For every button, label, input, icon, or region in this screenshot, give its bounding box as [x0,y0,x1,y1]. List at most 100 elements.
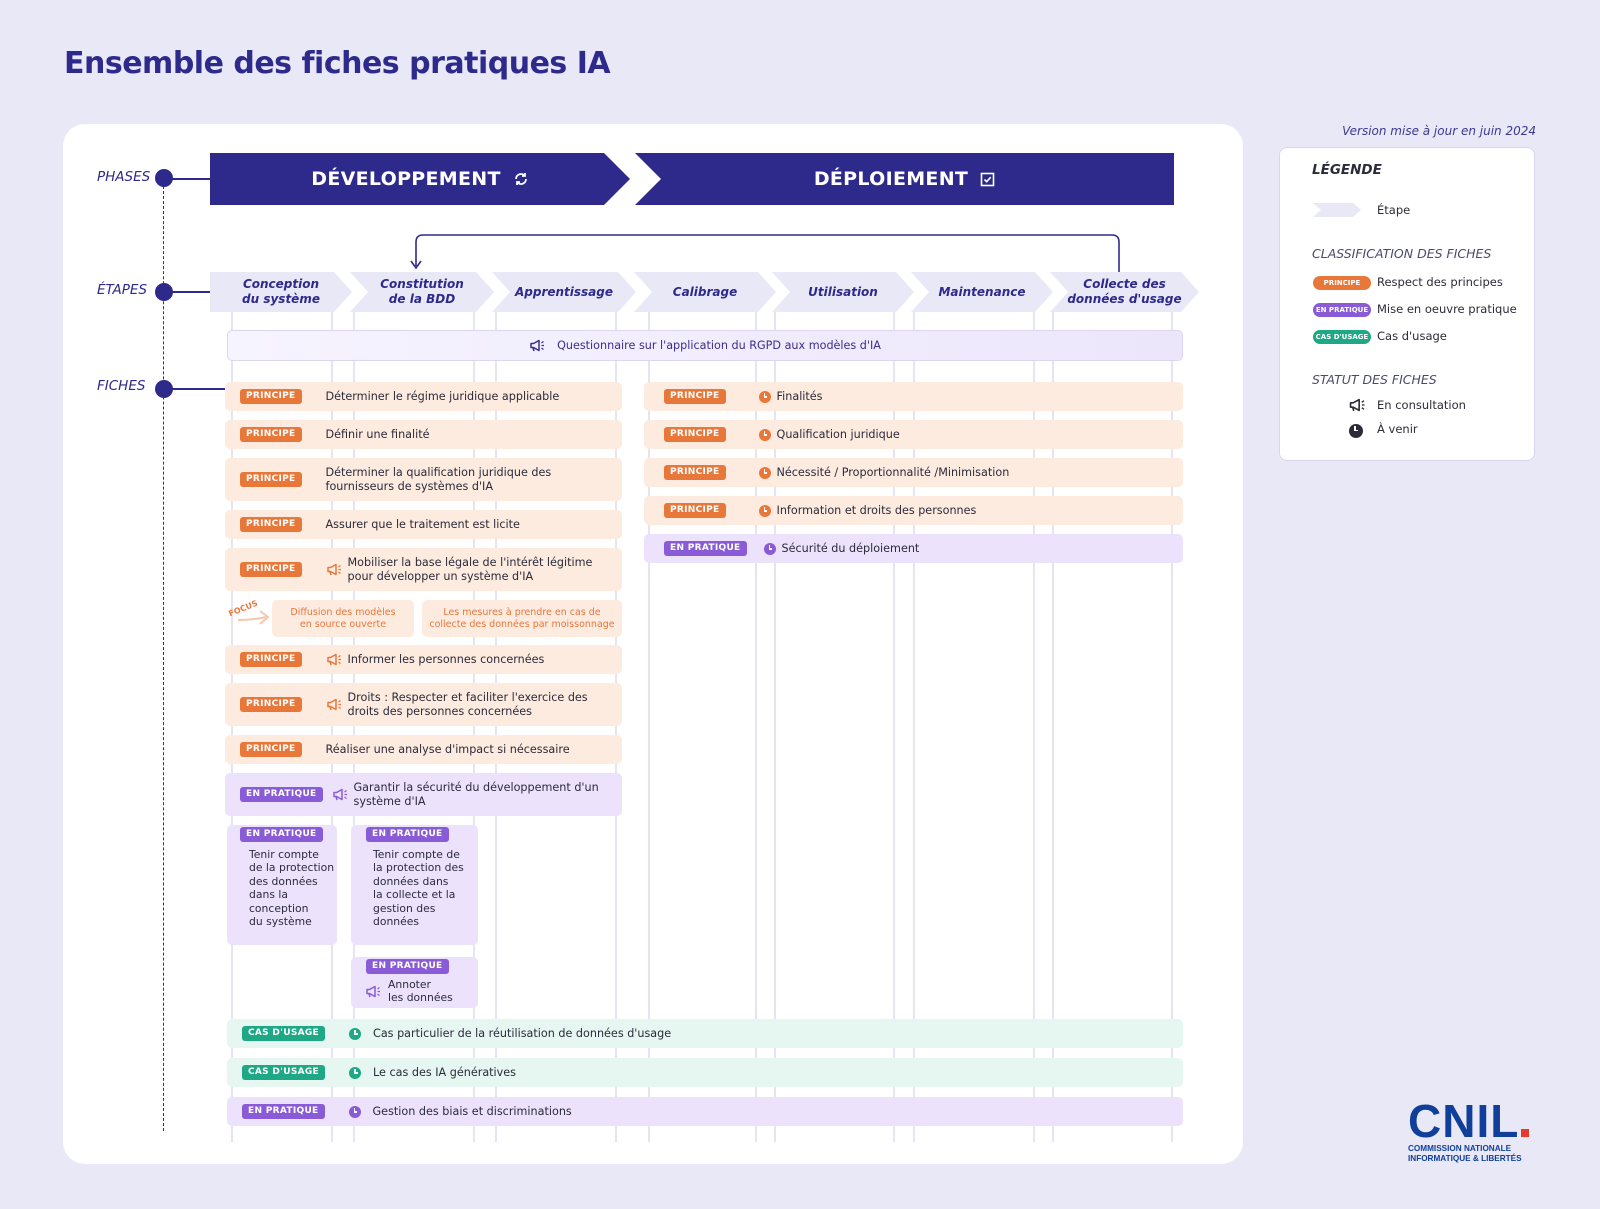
clock-icon [758,466,771,479]
fiche-annoter-donnees[interactable]: EN PRATIQUE Annoter les données [351,957,478,1008]
column-line [353,312,355,1142]
badge-principe: PRINCIPE [240,562,302,577]
fiche-droits-personnes[interactable]: PRINCIPE Droits : Respecter et faciliter… [225,683,622,726]
focus-diffusion-modeles[interactable]: Diffusion des modèles en source ouverte [272,600,414,637]
badge-en-pratique: EN PRATIQUE [366,827,449,842]
fiche-title: Information et droits des personnes [776,503,977,517]
fiche-informer-personnes[interactable]: PRINCIPE Informer les personnes concerné… [225,645,622,674]
fiche-title: Réaliser une analyse d'impact si nécessa… [325,742,570,756]
rail-label-fiches: FICHES [97,378,146,394]
megaphone-icon [326,653,342,666]
fiche-qualification-juridique[interactable]: PRINCIPE Qualification juridique [644,420,1183,449]
badge-en-pratique: EN PRATIQUE [242,1104,325,1119]
rail-connector-fiches [170,388,226,390]
fiche-information-droits[interactable]: PRINCIPE Information et droits des perso… [644,496,1183,525]
phase-label: DÉPLOIEMENT [813,168,969,190]
fiche-title: Qualification juridique [776,427,900,441]
badge-principe: PRINCIPE [240,517,302,532]
column-line [893,312,895,1142]
fiche-title: Le cas des IA génératives [373,1065,517,1079]
fiche-title: Informer les personnes concernées [347,652,545,666]
fiche-securite-developpement[interactable]: EN PRATIQUE Garantir la sécurité du déve… [225,773,622,816]
column-line [1052,312,1054,1142]
badge-en-pratique: EN PRATIQUE [240,827,323,842]
page-title: Ensemble des fiches pratiques IA [64,46,611,81]
clock-icon [349,1027,362,1040]
megaphone-icon [1348,398,1366,412]
fiche-title: Garantir la sécurité du développement d'… [353,780,599,808]
fiche-regime-juridique[interactable]: PRINCIPE Déterminer le régime juridique … [225,382,622,411]
column-line [913,312,915,1142]
fiche-protection-collecte[interactable]: EN PRATIQUE Tenir compte de la protectio… [351,825,478,945]
fiche-interet-legitime[interactable]: PRINCIPE Mobiliser la base légale de l'i… [225,548,622,591]
rail-label-etapes: ÉTAPES [97,282,148,298]
cnil-logo: CNIL COMMISSION NATIONALE INFORMATIQUE &… [1408,1098,1538,1164]
fiche-qualification-fournisseurs[interactable]: PRINCIPE Déterminer la qualification jur… [225,458,622,501]
fiche-title: Droits : Respecter et faciliter l'exerci… [347,690,588,718]
rail-dashed-line [163,186,164,1131]
badge-principe: PRINCIPE [240,472,302,487]
fiche-title: Sécurité du déploiement [781,541,920,555]
fiche-ia-generatives[interactable]: CAS D'USAGE Le cas des IA génératives [227,1058,1183,1087]
checkbox-icon [980,172,995,187]
step-collecte-donnees-usage: Collecte des données d'usage [1050,272,1199,312]
legend-step-label: Étape [1377,203,1411,217]
fiche-traitement-licite[interactable]: PRINCIPE Assurer que le traitement est l… [225,510,622,539]
legend-badge-principe: PRINCIPE [1313,276,1371,290]
fiche-protection-conception[interactable]: EN PRATIQUE Tenir compte de la protectio… [227,825,337,945]
column-line [1033,312,1035,1142]
legend-usage-label: Cas d'usage [1377,329,1447,343]
column-line [648,312,650,1142]
phase-developpement: DÉVELOPPEMENT [210,153,630,205]
questionnaire-banner[interactable]: Questionnaire sur l'application du RGPD … [227,330,1183,361]
legend-consultation-label: En consultation [1377,398,1466,412]
badge-en-pratique: EN PRATIQUE [240,787,323,802]
clock-icon [758,428,771,441]
cnil-logo-word: CNIL [1408,1095,1520,1147]
fiche-analyse-impact[interactable]: PRINCIPE Réaliser une analyse d'impact s… [225,735,622,764]
fiche-securite-deploiement[interactable]: EN PRATIQUE Sécurité du déploiement [644,534,1183,563]
rail-dot-phases [155,169,173,187]
badge-en-pratique: EN PRATIQUE [664,541,747,556]
fiche-reutilisation-donnees-usage[interactable]: CAS D'USAGE Cas particulier de la réutil… [227,1019,1183,1048]
badge-en-pratique: EN PRATIQUE [366,959,449,974]
questionnaire-text: Questionnaire sur l'application du RGPD … [557,338,881,352]
badge-principe: PRINCIPE [664,389,726,404]
step-calibrage: Calibrage [634,272,776,312]
fiche-title: Mobiliser la base légale de l'intérêt lé… [347,555,593,583]
fiche-title: Nécessité / Proportionnalité /Minimisati… [776,465,1010,479]
rail-label-phases: PHASES [97,169,151,185]
legend-step-shape [1313,203,1361,217]
phase-deploiement: DÉPLOIEMENT [635,153,1174,205]
legend-principe-label: Respect des principes [1377,275,1503,289]
fiche-finalites[interactable]: PRINCIPE Finalités [644,382,1183,411]
column-line [615,312,617,1142]
clock-icon [758,504,771,517]
column-line [1171,312,1173,1142]
fiche-necessite-minimisation[interactable]: PRINCIPE Nécessité / Proportionnalité /M… [644,458,1183,487]
fiche-finalite[interactable]: PRINCIPE Définir une finalité [225,420,622,449]
cnil-logo-line1: COMMISSION NATIONALE [1408,1144,1512,1153]
clock-icon [758,390,771,403]
badge-principe: PRINCIPE [240,427,302,442]
step-constitution-bdd: Constitution de la BDD [350,272,494,312]
badge-principe: PRINCIPE [240,697,302,712]
feedback-loop-arrow [410,234,1120,272]
fiche-title: Cas particulier de la réutilisation de d… [373,1026,672,1040]
rail-connector-etapes [170,291,210,293]
badge-principe: PRINCIPE [664,465,726,480]
rail-dot-fiches [155,380,173,398]
legend-badge-usage: CAS D'USAGE [1313,330,1371,344]
badge-principe: PRINCIPE [240,742,302,757]
clock-icon [763,542,776,555]
focus-moissonnage[interactable]: Les mesures à prendre en cas de collecte… [422,600,622,637]
step-maintenance: Maintenance [911,272,1053,312]
legend-badge-pratique: EN PRATIQUE [1313,303,1371,317]
focus-arrow-icon [237,610,270,625]
fiche-biais-discriminations[interactable]: EN PRATIQUE Gestion des biais et discrim… [227,1097,1183,1126]
rail-connector-phases [170,178,210,180]
badge-cas-usage: CAS D'USAGE [242,1065,326,1080]
legend-pratique-label: Mise en oeuvre pratique [1377,302,1517,316]
megaphone-icon [332,788,348,801]
badge-principe: PRINCIPE [240,652,302,667]
